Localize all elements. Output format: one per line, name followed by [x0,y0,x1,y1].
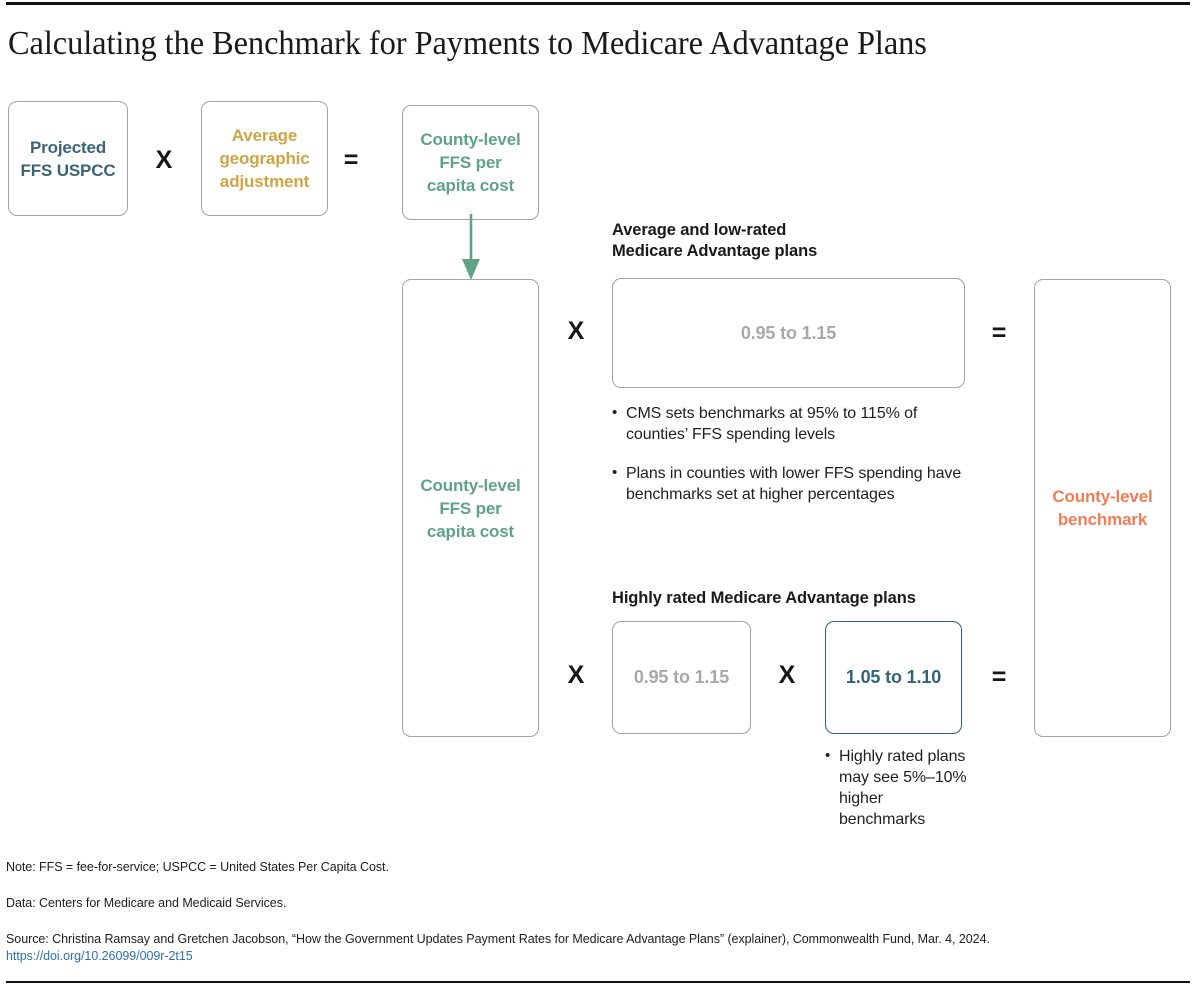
box-county-ffs-main-line2: FFS per [439,498,502,518]
footnote-doi-link[interactable]: https://doi.org/10.26099/009r-2t15 [6,949,193,963]
heading-average-low-rated: Average and low-rated Medicare Advantage… [612,220,942,262]
heading-highly-rated-text: Highly rated Medicare Advantage plans [612,589,916,607]
bullets-highly-rated: Highly rated plans may see 5%–10% higher… [825,745,973,830]
bottom-rule [6,981,1190,983]
box-projected-ffs-uspcc-line2: FFS USPCC [20,160,116,180]
footnote-note: Note: FFS = fee-for-service; USPCC = Uni… [6,860,389,874]
bullet-item: CMS sets benchmarks at 95% to 115% of co… [612,402,972,445]
bullet-item: Plans in counties with lower FFS spendin… [612,462,972,505]
box-county-ffs-main-line3: capita cost [426,521,515,541]
box-county-ffs-top-line3: capita cost [426,176,515,195]
box-projected-ffs-uspcc-line1: Projected [29,137,107,157]
operator-equals-highly: = [991,663,1007,691]
footnote-source-text: Source: Christina Ramsay and Gretchen Ja… [6,932,990,946]
box-average-geographic-adjustment-line3: adjustment [219,172,310,191]
box-factor-highly-rated: 0.95 to 1.15 [612,621,751,734]
box-county-ffs-top-line2: FFS per [439,153,502,172]
heading-highly-rated: Highly rated Medicare Advantage plans [612,588,1012,609]
box-bonus-highly-rated: 1.05 to 1.10 [825,621,962,734]
operator-multiply-average: X [567,317,585,345]
operator-equals-row1: = [343,146,359,174]
operator-multiply-bonus: X [778,661,796,689]
bullet-item: Highly rated plans may see 5%–10% higher… [825,745,973,830]
operator-multiply-row1: X [155,146,173,174]
box-county-level-benchmark-line2: benchmark [1057,510,1148,529]
down-arrow-icon [462,214,480,280]
box-county-level-benchmark-line1: County-level [1052,487,1153,506]
page-title: Calculating the Benchmark for Payments t… [8,25,927,62]
heading-average-low-rated-line1: Average and low-rated [612,221,787,239]
top-rule [6,2,1190,5]
box-county-ffs-top-line1: County-level [420,130,521,149]
operator-multiply-highly: X [567,661,585,689]
box-factor-highly-rated-value: 0.95 to 1.15 [633,667,730,687]
footnote-source: Source: Christina Ramsay and Gretchen Ja… [6,931,1186,965]
box-county-level-benchmark: County-level benchmark [1034,279,1171,737]
box-average-geographic-adjustment: Average geographic adjustment [201,101,328,216]
box-factor-average-low-rated: 0.95 to 1.15 [612,278,965,388]
heading-average-low-rated-line2: Medicare Advantage plans [612,242,818,260]
operator-equals-average: = [991,319,1007,347]
box-average-geographic-adjustment-line1: Average [231,126,298,145]
box-factor-average-low-rated-value: 0.95 to 1.15 [740,322,837,343]
box-county-ffs-main-line1: County-level [420,475,521,495]
box-projected-ffs-uspcc: Projected FFS USPCC [8,101,128,216]
box-county-level-ffs-per-capita-cost-main: County-level FFS per capita cost [402,279,539,737]
footnote-data: Data: Centers for Medicare and Medicaid … [6,896,287,910]
box-county-level-ffs-per-capita-cost-top: County-level FFS per capita cost [402,105,539,220]
box-bonus-highly-rated-value: 1.05 to 1.10 [845,667,942,687]
box-average-geographic-adjustment-line2: geographic [219,149,310,168]
bullets-average-low-rated: CMS sets benchmarks at 95% to 115% of co… [612,402,972,505]
